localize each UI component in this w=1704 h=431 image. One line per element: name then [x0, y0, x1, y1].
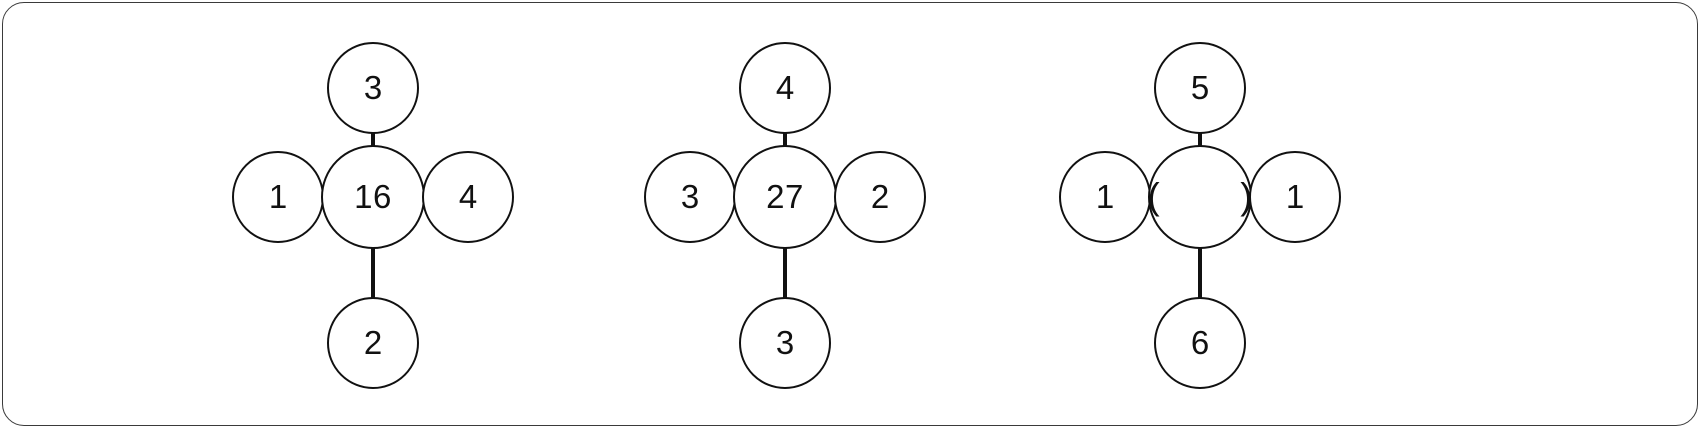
- connector-top: [371, 130, 375, 152]
- connector-bottom: [783, 245, 787, 303]
- node-center[interactable]: 16: [321, 145, 425, 249]
- node-top[interactable]: 3: [327, 42, 419, 134]
- connector-bottom: [1198, 245, 1202, 303]
- node-bottom[interactable]: 6: [1154, 297, 1246, 389]
- node-bottom[interactable]: 2: [327, 297, 419, 389]
- node-right[interactable]: 1: [1249, 151, 1341, 243]
- node-top[interactable]: 5: [1154, 42, 1246, 134]
- node-left[interactable]: 1: [232, 151, 324, 243]
- connector-bottom: [371, 245, 375, 303]
- connector-top: [1198, 130, 1202, 152]
- node-center-blank[interactable]: ( ): [1147, 145, 1253, 249]
- node-right[interactable]: 4: [422, 151, 514, 243]
- node-left[interactable]: 1: [1059, 151, 1151, 243]
- number-cluster-2: 4 3 27 2 3: [595, 0, 975, 431]
- node-right[interactable]: 2: [834, 151, 926, 243]
- node-bottom[interactable]: 3: [739, 297, 831, 389]
- number-cluster-3: 5 1 ( ) 1 6: [1010, 0, 1390, 431]
- connector-top: [783, 130, 787, 152]
- node-center[interactable]: 27: [733, 145, 837, 249]
- node-top[interactable]: 4: [739, 42, 831, 134]
- node-left[interactable]: 3: [644, 151, 736, 243]
- number-cluster-1: 3 1 16 4 2: [183, 0, 563, 431]
